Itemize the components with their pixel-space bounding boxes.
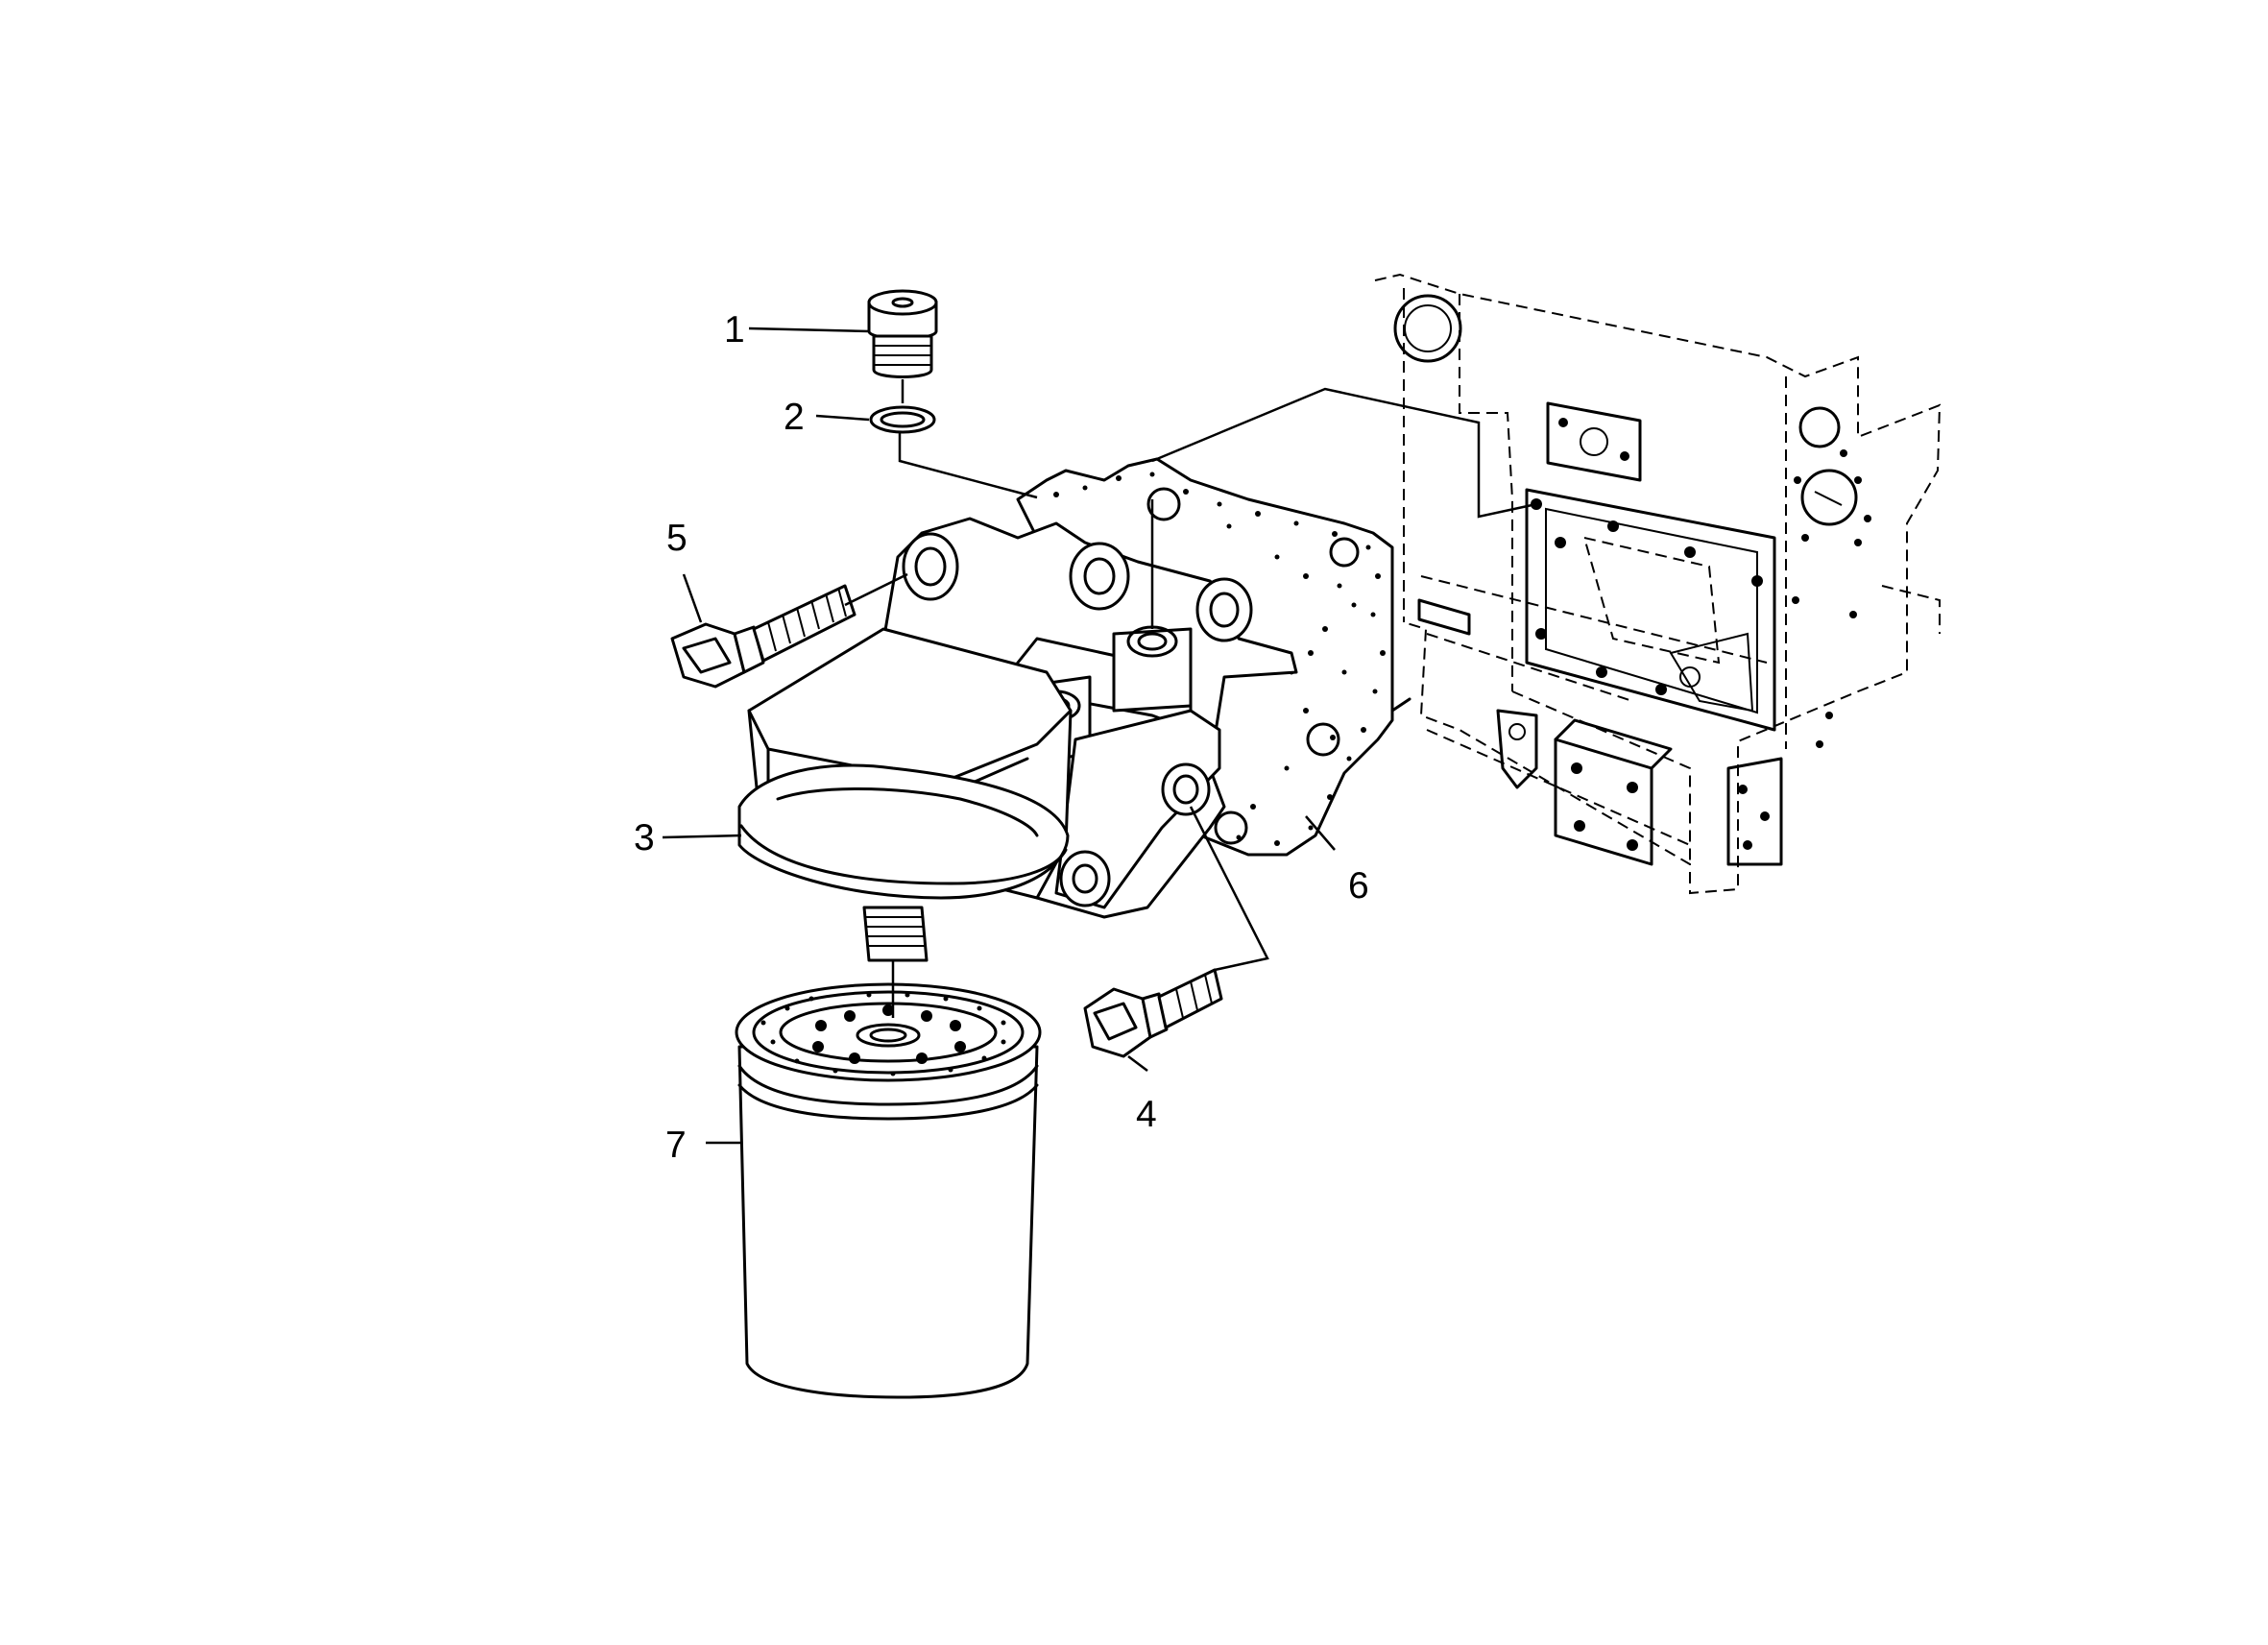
callout-2: 2 (784, 397, 805, 438)
callout-leaders (662, 327, 1336, 1145)
sealing-ring-part-2 (869, 405, 936, 434)
callout-6: 6 (1348, 865, 1369, 907)
filter-housing-part-3 (737, 517, 1298, 962)
callout-1: 1 (724, 309, 745, 351)
engine-block (1374, 273, 1942, 895)
assembly-lines (844, 379, 1537, 1018)
callout-4: 4 (1136, 1094, 1157, 1135)
callout-labels: 1 2 5 3 6 4 7 (634, 309, 1369, 1166)
callout-5: 5 (666, 518, 688, 559)
bolt-part-5 (670, 584, 857, 689)
callout-3: 3 (634, 817, 655, 859)
oil-filter-part-7 (735, 982, 1042, 1399)
plug-part-1 (867, 289, 938, 378)
bolt-part-4 (1083, 968, 1223, 1058)
callout-7: 7 (665, 1125, 687, 1166)
